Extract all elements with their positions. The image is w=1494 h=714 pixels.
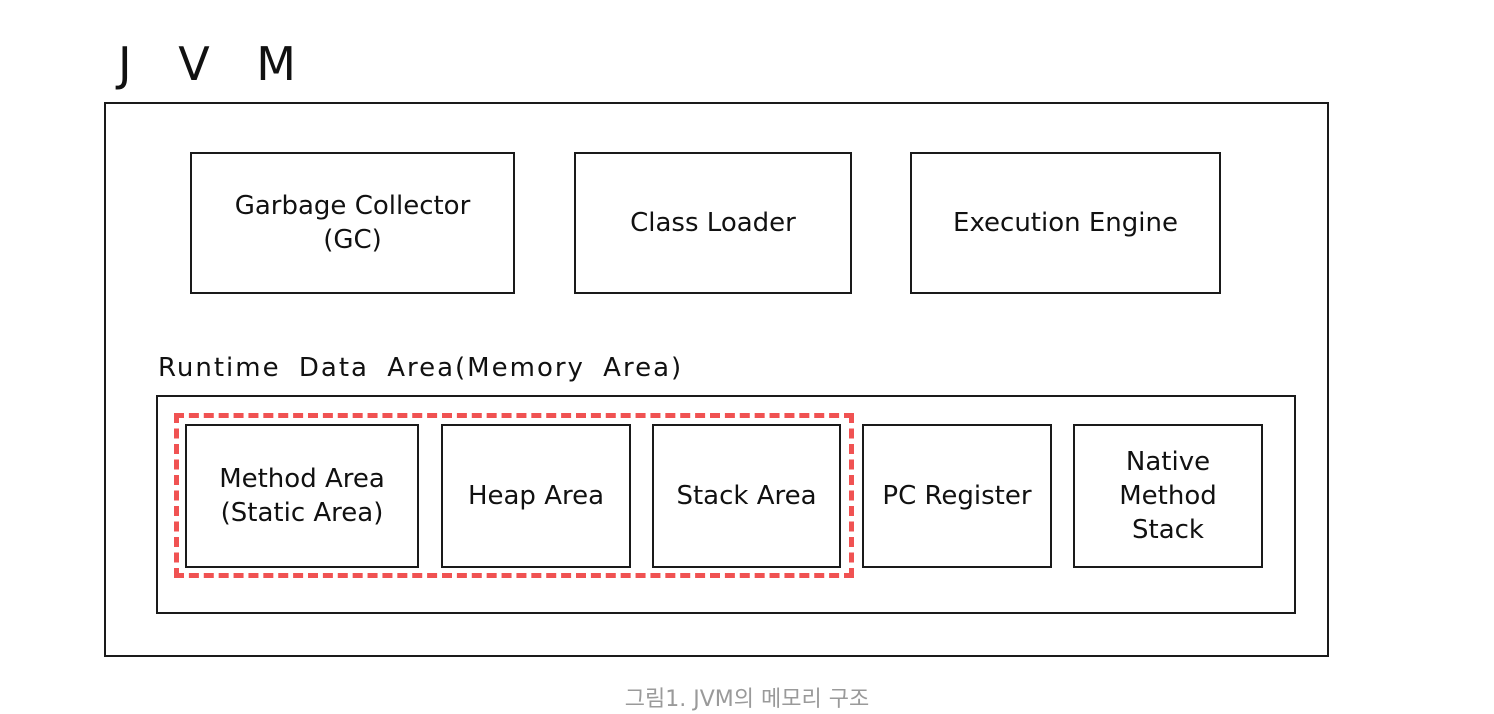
heap-area-label: Heap Area <box>467 481 605 511</box>
jvm-container <box>104 102 1329 657</box>
highlight-dashed-border <box>174 413 854 578</box>
execution-engine-box: Execution Engine <box>910 152 1221 294</box>
stack-area-label: Stack Area <box>676 481 817 511</box>
method-area-label: Method Area (Static Area) <box>219 464 385 528</box>
stack-area-box: Stack Area <box>652 424 841 568</box>
runtime-data-area-container <box>156 395 1296 614</box>
pc-register-label: PC Register <box>882 481 1032 511</box>
heap-area-box: Heap Area <box>441 424 631 568</box>
pc-register-box: PC Register <box>862 424 1052 568</box>
runtime-data-area-label: Runtime Data Area(Memory Area) <box>158 353 684 383</box>
jvm-title: J V M <box>118 37 312 91</box>
execution-engine-label: Execution Engine <box>953 208 1178 238</box>
native-method-stack-box: Native Method Stack <box>1073 424 1263 568</box>
garbage-collector-box: Garbage Collector (GC) <box>190 152 515 294</box>
native-method-stack-label: Native Method Stack <box>1119 447 1217 545</box>
figure-caption: 그림1. JVM의 메모리 구조 <box>624 687 870 712</box>
garbage-collector-label: Garbage Collector (GC) <box>234 191 471 255</box>
method-area-box: Method Area (Static Area) <box>185 424 419 568</box>
class-loader-box: Class Loader <box>574 152 852 294</box>
class-loader-label: Class Loader <box>630 208 796 238</box>
